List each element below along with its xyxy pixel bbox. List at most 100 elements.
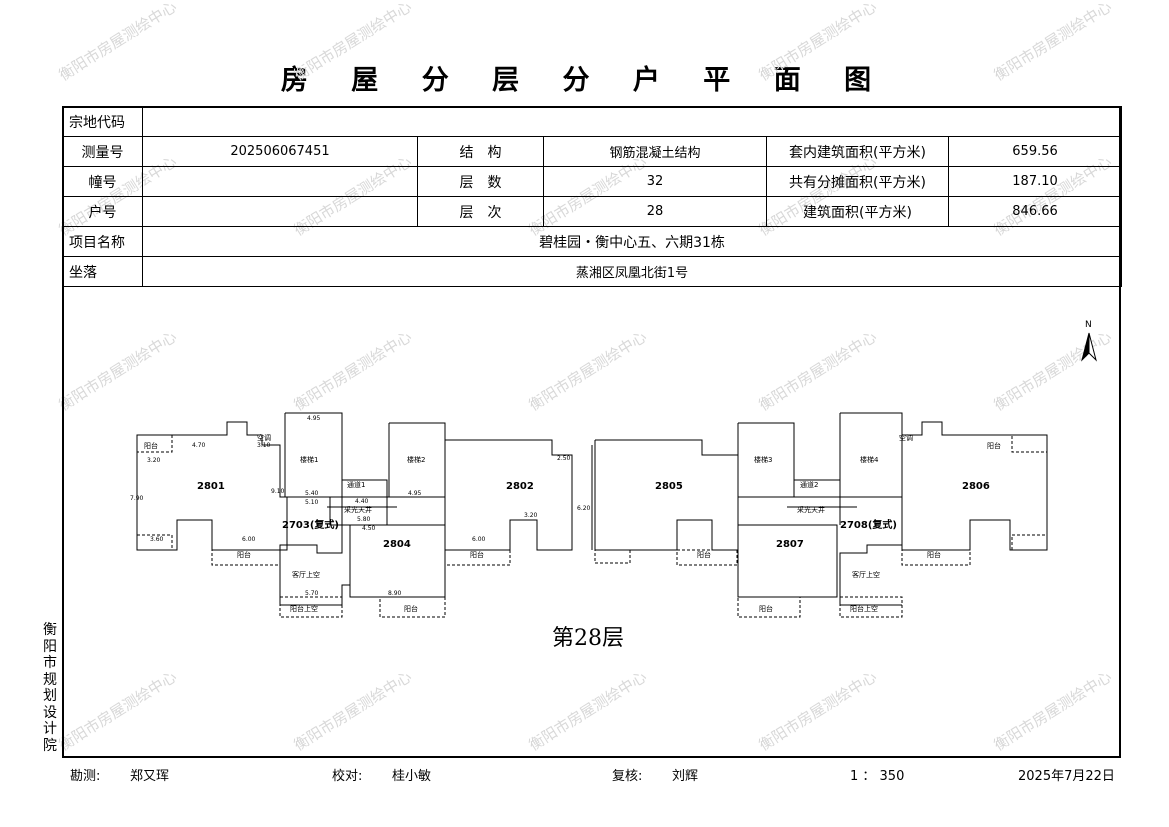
parcel-code-label: 宗地代码 — [62, 106, 143, 137]
unit-label: 2807 — [776, 539, 804, 550]
dimension-label: 3.20 — [524, 512, 538, 519]
floor-caption: 第28层 — [552, 626, 624, 651]
surveyor-name: 郑又珲 — [130, 769, 170, 784]
inner-area-label: 套内建筑面积(平方米) — [766, 136, 949, 167]
unit-no-label: 户号 — [62, 196, 143, 227]
table-row: 户号 层 次 28 建筑面积(平方米) 846.66 — [62, 196, 1123, 227]
room-label: 阳台上空 — [290, 604, 318, 613]
room-label: 阳台 — [237, 550, 251, 559]
page-title: 房 屋 分 层 分 户 平 面 图 — [280, 65, 889, 96]
unit-label: 2703(复式) — [282, 518, 339, 531]
floors-label: 层 数 — [417, 166, 544, 197]
room-label: 阳台上空 — [850, 604, 878, 613]
balcony-outline — [136, 434, 173, 453]
room-label: 楼梯3 — [754, 455, 772, 464]
balcony-outline — [901, 549, 971, 566]
unit-label: 2802 — [506, 481, 534, 492]
balcony-outline — [594, 549, 631, 564]
dimension-label: 4.40 — [355, 498, 369, 505]
build-area-label: 建筑面积(平方米) — [766, 196, 949, 227]
location-value: 蒸湘区凤凰北街1号 — [141, 256, 1123, 287]
dimension-label: 5.70 — [305, 590, 319, 597]
room-label: 阳台 — [404, 604, 418, 613]
location-label: 坐落 — [62, 256, 143, 287]
balcony-outline — [676, 549, 738, 566]
dimension-label: 6.00 — [242, 536, 256, 543]
dimension-label: 5.40 — [305, 490, 319, 497]
dimension-label: 3.20 — [147, 457, 161, 464]
unit-outline-2804 — [349, 524, 446, 598]
room-label: 客厅上空 — [852, 570, 880, 579]
room-label: 楼梯1 — [300, 455, 318, 464]
dimension-label: 4.50 — [362, 525, 376, 532]
floor-plan: N 2801 2802 2805 2806 2804 2807 2703(复式)… — [130, 320, 1097, 651]
survey-no-label: 测量号 — [62, 136, 143, 167]
table-row: 测量号 202506067451 结 构 钢筋混凝土结构 套内建筑面积(平方米)… — [62, 136, 1123, 167]
dimension-label: 4.95 — [408, 490, 422, 497]
unit-outline-2708 — [839, 496, 903, 606]
reviewer-name: 刘辉 — [672, 769, 699, 784]
project-value: 碧桂园・衡中心五、六期31栋 — [141, 226, 1123, 257]
checker-name: 桂小敏 — [392, 769, 432, 784]
unit-label: 2806 — [962, 481, 990, 492]
dimension-label: 3.10 — [257, 442, 271, 449]
balcony-outline — [737, 596, 801, 618]
room-label: 阳台 — [759, 604, 773, 613]
reviewer-label: 复核: — [612, 769, 643, 784]
unit-outline-2805 — [594, 439, 739, 551]
balcony-outline — [839, 596, 903, 618]
dimension-label: 8.90 — [388, 590, 402, 597]
dimension-label: 7.90 — [130, 495, 144, 502]
balcony-outline — [279, 596, 343, 618]
unit-label: 2805 — [655, 481, 683, 492]
table-row: 幢号 层 数 32 共有分摊面积(平方米) 187.10 — [62, 166, 1123, 197]
unit-label: 2804 — [383, 539, 411, 550]
room-label: 阳台 — [987, 441, 1001, 450]
room-label: 阳台 — [470, 550, 484, 559]
dimension-label: 3.60 — [150, 536, 164, 543]
table-row: 宗地代码 — [62, 106, 1123, 137]
room-label: 通道1 — [347, 480, 365, 489]
side-institute-label: 衡阳市规划设计院 — [43, 622, 57, 754]
date-label: 2025年7月22日 — [1018, 769, 1115, 784]
room-label: 通道2 — [800, 480, 818, 489]
dimension-label: 6.20 — [577, 505, 591, 512]
floor-level-label: 层 次 — [417, 196, 544, 227]
scale-label: 1 ： 350 — [850, 769, 905, 784]
dimension-label: 2.50 — [557, 455, 571, 462]
structure-label: 结 构 — [417, 136, 544, 167]
build-area-value: 846.66 — [947, 196, 1123, 227]
room-label: 采光天井 — [797, 505, 825, 514]
room-label: 阳台 — [927, 550, 941, 559]
floor-level-value: 28 — [543, 196, 767, 227]
dimension-label: 4.95 — [307, 415, 321, 422]
unit-outline-2801 — [136, 421, 288, 551]
shared-area-label: 共有分摊面积(平方米) — [766, 166, 949, 197]
balcony-outline — [379, 596, 446, 618]
parcel-code-value — [141, 106, 1123, 137]
balcony-outline — [444, 549, 511, 566]
balcony-outline — [211, 549, 281, 566]
table-row: 项目名称 碧桂园・衡中心五、六期31栋 — [62, 226, 1123, 257]
unit-outline-2703 — [279, 496, 351, 606]
shared-area-value: 187.10 — [947, 166, 1123, 197]
room-label: 采光天井 — [344, 505, 372, 514]
room-label: 楼梯2 — [407, 455, 425, 464]
unit-outline-2802 — [444, 439, 573, 551]
dimension-label: 6.00 — [472, 536, 486, 543]
unit-no-value — [142, 196, 418, 227]
room-label: 阳台 — [144, 441, 158, 450]
structure-value: 钢筋混凝土结构 — [543, 136, 767, 167]
project-label: 项目名称 — [62, 226, 143, 257]
table-row: 坐落 蒸湘区凤凰北街1号 — [62, 256, 1123, 287]
building-no-label: 幢号 — [62, 166, 143, 197]
room-label: 空调 — [257, 433, 271, 442]
dimension-label: 5.80 — [357, 516, 371, 523]
stair-outline — [284, 412, 343, 498]
room-label: 客厅上空 — [292, 570, 320, 579]
north-arrow — [1081, 332, 1097, 362]
survey-no-value: 202506067451 — [142, 136, 418, 167]
dimension-label: 9.10 — [271, 488, 285, 495]
balcony-outline — [136, 534, 173, 551]
building-no-value — [142, 166, 418, 197]
